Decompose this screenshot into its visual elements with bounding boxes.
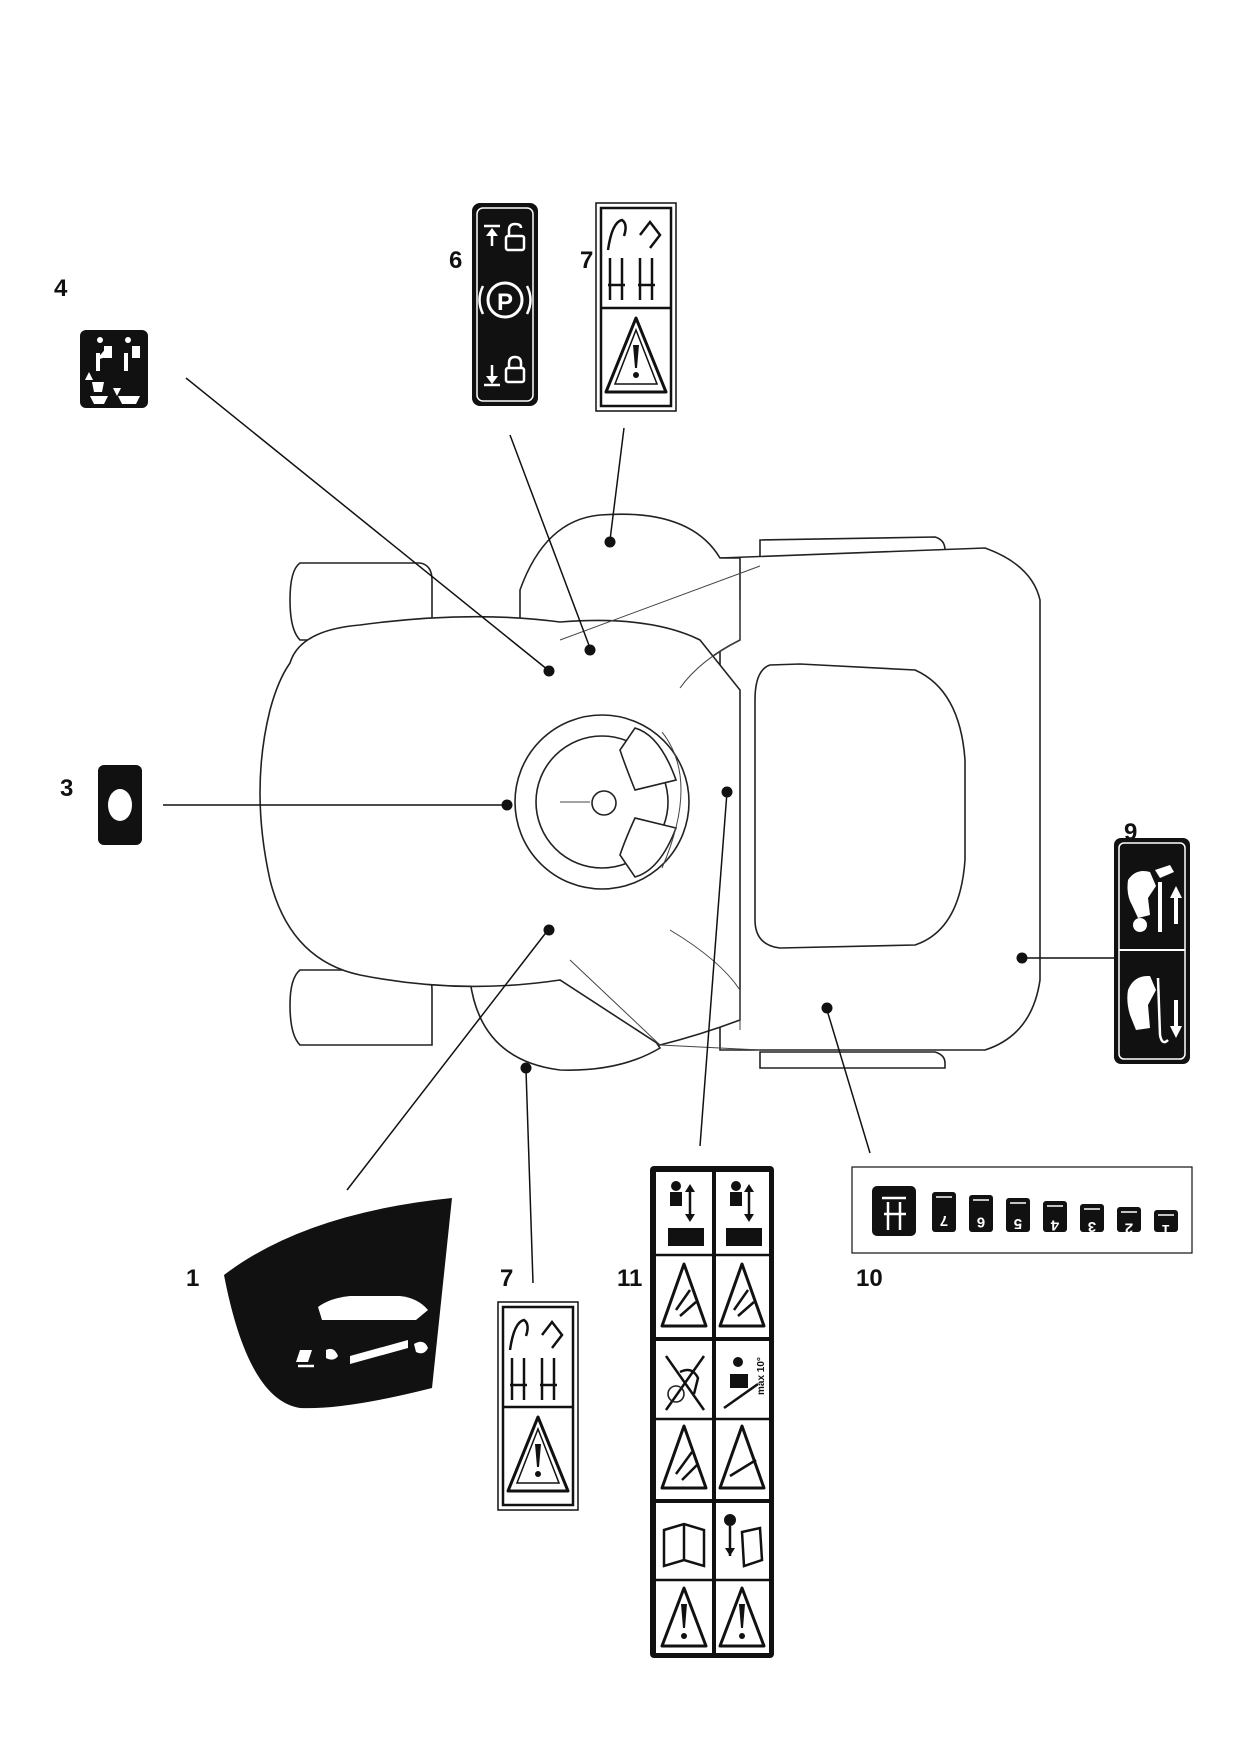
height-label-4: 4 (1050, 1217, 1059, 1234)
leader-7a (609, 427, 625, 541)
dot-9 (1016, 952, 1028, 964)
height-tile-5 (1006, 1198, 1030, 1232)
decal-7-top-warning (595, 202, 677, 412)
dot-7a (604, 536, 616, 548)
decal-6-parking-brake: P (472, 203, 538, 406)
height-tile-4 (1043, 1201, 1067, 1232)
height-position-marks: 7 6 5 4 3 2 1 (932, 1192, 1178, 1238)
height-label-6: 6 (977, 1214, 985, 1231)
decal-10-cutting-height: 7 6 5 4 3 2 1 (851, 1166, 1193, 1254)
dot-1 (543, 924, 555, 936)
callout-11: 11 (617, 1265, 642, 1292)
height-label-1: 1 (1162, 1221, 1170, 1238)
height-label-2: 2 (1125, 1220, 1133, 1237)
callout-numbers: 4 6 7 3 9 1 7 11 10 (54, 247, 1137, 1292)
height-label-7: 7 (940, 1212, 948, 1229)
decal-11-slope-text: max 10° (756, 1357, 767, 1395)
callout-3: 3 (60, 775, 73, 802)
leader-6 (509, 434, 591, 649)
height-label-5: 5 (1014, 1215, 1022, 1232)
dot-4 (543, 665, 555, 677)
callout-1: 1 (186, 1265, 199, 1292)
decal-9-mower-operation (1114, 838, 1190, 1064)
height-tile-6 (969, 1195, 993, 1232)
decal-4-lift-icon (80, 330, 148, 408)
dot-6 (584, 644, 596, 656)
leader-11 (699, 791, 728, 1147)
leader-4 (185, 377, 549, 671)
callout-7-top: 7 (580, 247, 593, 274)
height-tile-3 (1080, 1204, 1104, 1232)
dot-10 (821, 1002, 833, 1014)
callout-4: 4 (54, 275, 68, 302)
leader-lines (163, 377, 1122, 1284)
decal-11-safety-panel: max 10° (650, 1166, 774, 1658)
height-tile-7 (932, 1192, 956, 1232)
leader-10 (826, 1009, 871, 1154)
callout-7-bottom: 7 (500, 1265, 513, 1292)
dot-7b (520, 1062, 532, 1074)
decal-3-round-symbol (98, 765, 142, 845)
decal-7-bottom-warning (497, 1301, 579, 1511)
callout-6: 6 (449, 247, 462, 274)
dot-3 (501, 799, 513, 811)
decal-6-park-letter: P (497, 289, 513, 316)
dot-11 (721, 786, 733, 798)
tractor-top-view (259, 513, 1041, 1071)
leader-7b (525, 1069, 534, 1284)
height-tile-2 (1117, 1207, 1141, 1232)
decal-1-deck-height (224, 1198, 452, 1409)
callout-10: 10 (856, 1265, 883, 1292)
height-label-3: 3 (1088, 1218, 1096, 1235)
leader-1 (346, 929, 549, 1191)
